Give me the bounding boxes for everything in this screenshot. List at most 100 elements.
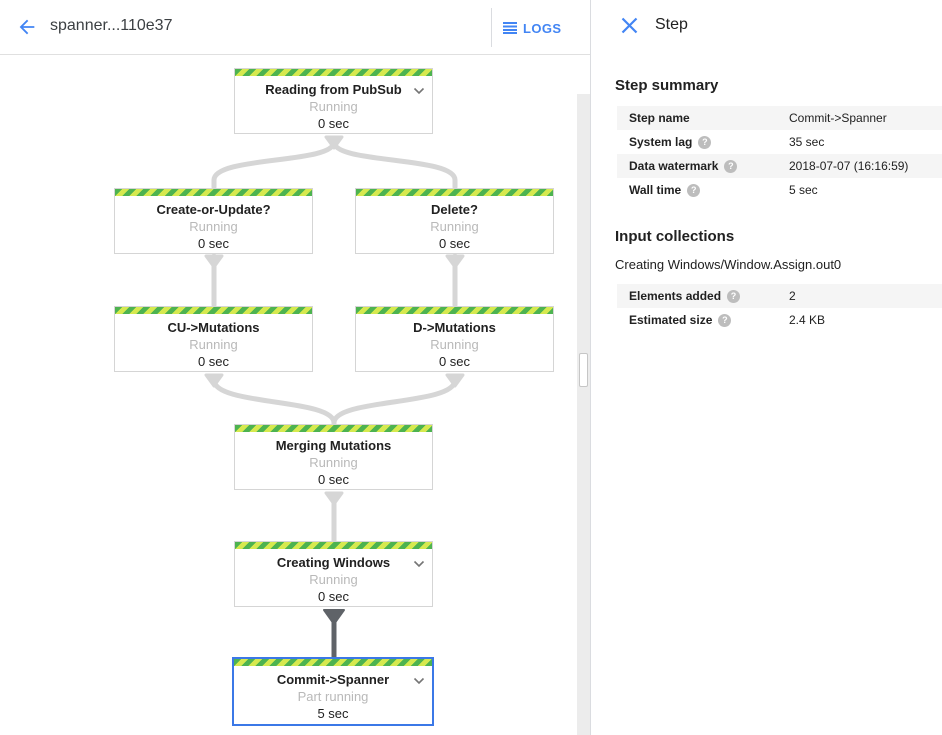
panel-title: Step	[655, 16, 688, 33]
step-summary-heading: Step summary	[615, 77, 719, 94]
chevron-down-icon[interactable]	[413, 82, 425, 100]
node-time: 5 sec	[317, 706, 349, 721]
help-icon[interactable]: ?	[698, 135, 712, 149]
step-summary-table: Step name Commit->Spanner System lag ? 3…	[617, 106, 942, 202]
node-name: Create-or-Update?	[156, 202, 271, 217]
row-label: Data watermark	[629, 159, 719, 173]
graph-node-merging-mutations[interactable]: Merging Mutations Running 0 sec	[234, 424, 433, 490]
running-stripe	[115, 189, 312, 196]
row-label: Estimated size	[629, 313, 713, 327]
table-row: System lag ? 35 sec	[617, 130, 942, 154]
arrowhead-merging	[324, 491, 344, 506]
node-name: Merging Mutations	[275, 438, 392, 453]
edge-reading-to-create	[211, 139, 337, 190]
row-label: Elements added	[629, 289, 722, 303]
row-value: 2018-07-07 (16:16:59)	[789, 159, 909, 173]
input-collection-name: Creating Windows/Window.Assign.out0	[615, 257, 842, 272]
graph-node-create-or-update[interactable]: Create-or-Update? Running 0 sec	[114, 188, 313, 254]
step-panel-content: Step summary Step name Commit->Spanner S…	[591, 55, 942, 332]
input-collections-table: Elements added ? 2 Estimated size ? 2.4 …	[617, 284, 942, 332]
graph-node-creating-windows[interactable]: Creating Windows Running 0 sec	[234, 541, 433, 607]
close-button[interactable]	[617, 15, 641, 39]
node-status: Running	[309, 455, 358, 470]
running-stripe	[235, 69, 432, 76]
node-name: Creating Windows	[276, 555, 391, 570]
node-status: Running	[430, 219, 479, 234]
running-stripe	[235, 542, 432, 549]
chevron-down-icon[interactable]	[413, 672, 425, 690]
arrowhead-d	[445, 373, 465, 388]
edge-d-to-merging	[331, 377, 458, 426]
back-button[interactable]	[14, 15, 40, 41]
logs-list-icon	[503, 22, 517, 34]
graph-node-reading-from-pubsub[interactable]: Reading from PubSub Running 0 sec	[234, 68, 433, 134]
arrowhead-delete	[445, 254, 465, 269]
running-stripe	[356, 307, 553, 314]
node-name: Commit->Spanner	[276, 672, 390, 687]
node-name: Delete?	[431, 202, 478, 217]
row-label: System lag	[629, 135, 693, 149]
row-label: Step name	[629, 111, 690, 125]
logs-button[interactable]: LOGS	[503, 13, 561, 43]
job-graph-canvas: Reading from PubSub Running 0 sec Create…	[0, 56, 578, 735]
table-row: Data watermark ? 2018-07-07 (16:16:59)	[617, 154, 942, 178]
job-header: spanner...110e37 LOGS	[0, 0, 590, 55]
step-panel-header: Step	[591, 0, 942, 55]
logs-button-label: LOGS	[523, 20, 562, 36]
node-status: Running	[189, 337, 238, 352]
node-status: Part running	[297, 689, 369, 704]
help-icon[interactable]: ?	[687, 183, 701, 197]
input-collections-heading: Input collections	[615, 228, 735, 245]
help-icon[interactable]: ?	[724, 159, 738, 173]
edge-reading-to-delete	[331, 139, 458, 190]
row-value: 2	[789, 289, 796, 303]
node-name: Reading from PubSub	[265, 82, 402, 97]
node-status: Running	[309, 572, 358, 587]
node-status: Running	[189, 219, 238, 234]
node-time: 0 sec	[438, 354, 471, 369]
row-value: 5 sec	[789, 183, 818, 197]
running-stripe	[234, 659, 432, 666]
running-stripe	[235, 425, 432, 432]
row-value: 2.4 KB	[789, 313, 826, 327]
node-status: Running	[430, 337, 479, 352]
node-time: 0 sec	[317, 116, 350, 131]
graph-node-d-mutations[interactable]: D->Mutations Running 0 sec	[355, 306, 554, 372]
graph-node-delete[interactable]: Delete? Running 0 sec	[355, 188, 554, 254]
graph-edges	[204, 135, 465, 657]
running-stripe	[356, 189, 553, 196]
node-status: Running	[309, 99, 358, 114]
table-row: Wall time ? 5 sec	[617, 178, 942, 202]
vertical-scrollbar-track[interactable]	[577, 94, 590, 735]
node-name: D->Mutations	[413, 320, 496, 335]
table-row: Step name Commit->Spanner	[617, 106, 942, 130]
node-name: CU->Mutations	[167, 320, 260, 335]
node-time: 0 sec	[317, 589, 350, 604]
node-time: 0 sec	[317, 472, 350, 487]
row-value: 35 sec	[789, 135, 825, 149]
table-row: Elements added ? 2	[617, 284, 942, 308]
arrowhead-creating-dark	[323, 609, 345, 625]
chevron-down-icon[interactable]	[413, 555, 425, 573]
step-details-panel: Step Step summary Step name Commit->Span…	[590, 0, 942, 735]
section-gap	[591, 202, 942, 228]
row-value: Commit->Spanner	[789, 111, 887, 125]
close-icon	[621, 17, 637, 34]
help-icon[interactable]: ?	[718, 313, 732, 327]
table-row: Estimated size ? 2.4 KB	[617, 308, 942, 332]
arrow-left-icon	[19, 19, 35, 34]
arrowhead-reading	[324, 135, 344, 150]
job-title: spanner...110e37	[50, 17, 173, 34]
graph-node-cu-mutations[interactable]: CU->Mutations Running 0 sec	[114, 306, 313, 372]
help-icon[interactable]: ?	[727, 289, 741, 303]
header-divider	[491, 8, 492, 47]
node-time: 0 sec	[438, 236, 471, 251]
node-time: 0 sec	[197, 354, 230, 369]
graph-node-commit-spanner[interactable]: Commit->Spanner Part running 5 sec	[232, 657, 434, 726]
node-time: 0 sec	[197, 236, 230, 251]
edge-cu-to-merging	[211, 377, 337, 426]
arrowhead-create	[204, 254, 224, 269]
vertical-scrollbar-thumb[interactable]	[579, 353, 588, 387]
running-stripe	[115, 307, 312, 314]
